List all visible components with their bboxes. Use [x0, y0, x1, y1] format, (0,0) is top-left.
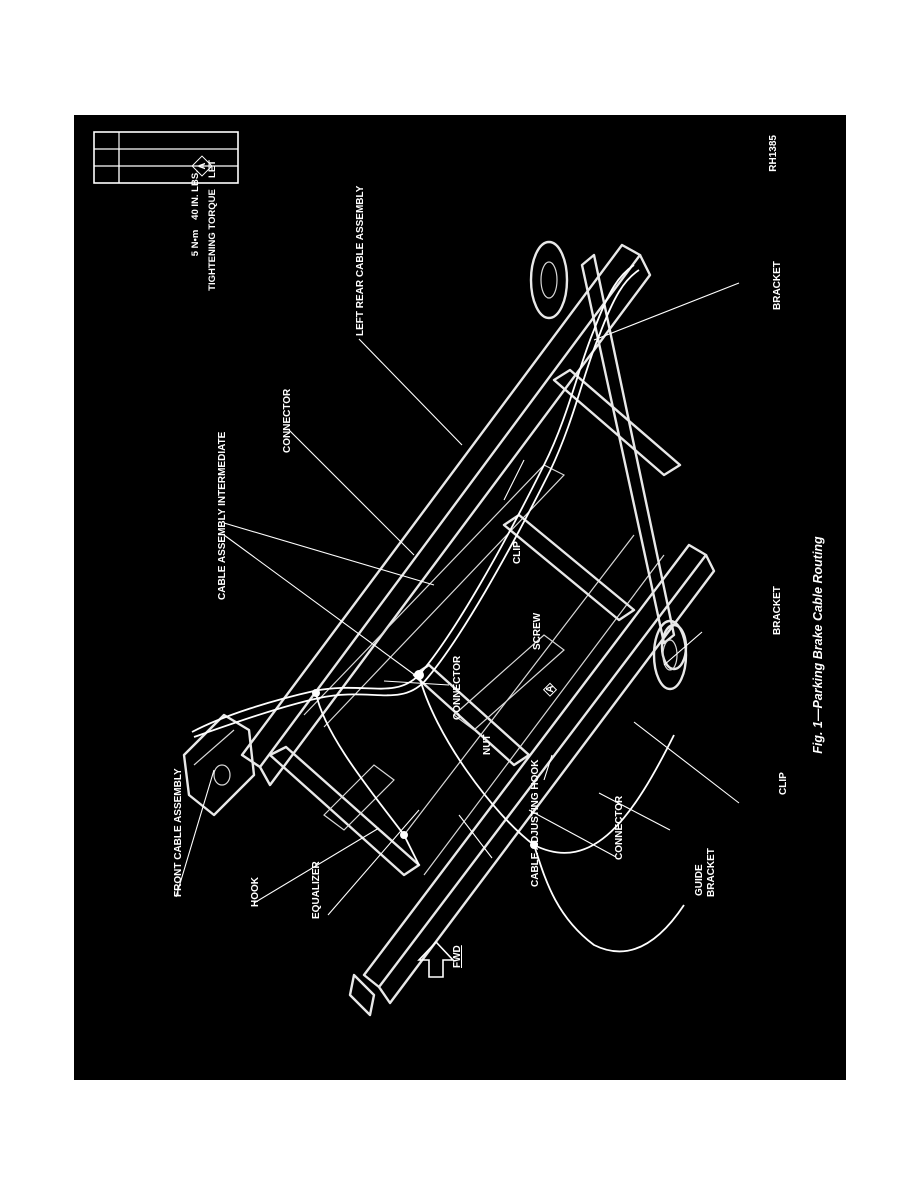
torque-table: LET TIGHTENING TORQUE A 40 IN. LBS. 5 N•…: [93, 131, 239, 291]
label-front-cable-assembly: FRONT CABLE ASSEMBLY: [173, 768, 184, 897]
label-bracket-right: BRACKET: [772, 261, 783, 310]
figure-caption: Fig. 1—Parking Brake Cable Routing: [811, 536, 825, 754]
leader-lines: [175, 282, 740, 916]
label-hook: HOOK: [250, 876, 261, 907]
label-fwd: FWD: [452, 945, 463, 968]
torque-col2-header: TIGHTENING TORQUE: [207, 189, 218, 291]
diagram-panel: LET TIGHTENING TORQUE A 40 IN. LBS. 5 N•…: [74, 115, 846, 1080]
label-clip-bottom: CLIP: [778, 772, 789, 795]
label-left-rear-cable-assembly: LEFT REAR CABLE ASSEMBLY: [355, 185, 366, 336]
torque-col1-header: LET: [207, 160, 218, 178]
label-cable-adjusting-hook: CABLE ADJUSTING HOOK: [530, 759, 541, 887]
label-clip-middle: CLIP: [512, 541, 523, 564]
label-screw: SCREW: [532, 612, 543, 650]
frame-illustration: LET TIGHTENING TORQUE A 40 IN. LBS. 5 N•…: [93, 131, 825, 1017]
label-screw-symbol: A: [545, 685, 556, 692]
torque-symbol: A: [197, 162, 208, 169]
label-guide-bracket: BRACKET: [706, 848, 717, 897]
callout-labels: RH1385 FRONT CABLE ASSEMBLY HOOK EQUALIZ…: [173, 135, 789, 968]
label-bracket-lower: BRACKET: [772, 586, 783, 635]
label-equalizer: EQUALIZER: [311, 860, 322, 919]
label-connector-bottom: CONNECTOR: [614, 795, 625, 860]
label-connector-middle: CONNECTOR: [452, 655, 463, 720]
label-nut: NUT: [482, 734, 493, 755]
fwd-indicator: [417, 940, 455, 978]
brake-cables: [191, 264, 685, 953]
chassis-frame: [182, 240, 716, 1017]
torque-value-nm: 5 N•m: [190, 230, 201, 257]
torque-value-in-lbs: 40 IN. LBS.: [190, 170, 201, 220]
label-guide: GUIDE: [694, 864, 705, 896]
label-figure-id: RH1385: [768, 135, 779, 172]
label-cable-assembly-intermediate: CABLE ASSEMBLY INTERMEDIATE: [217, 431, 228, 600]
label-connector-top: CONNECTOR: [282, 388, 293, 453]
